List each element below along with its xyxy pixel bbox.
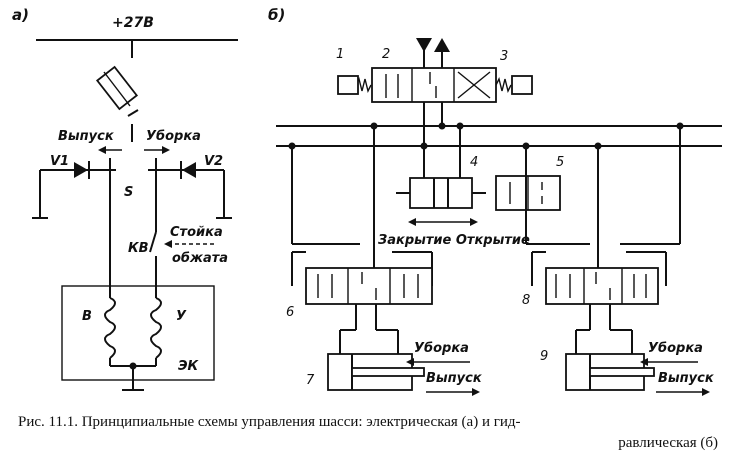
label-3: 3 (500, 49, 508, 64)
label-1: 1 (336, 47, 344, 62)
coil-v-label: В (82, 309, 92, 324)
schematic-drawing: а) +27В S Выпуск Уборка V1 V2 (12, 6, 722, 396)
figure-caption: Рис. 11.1. Принципиальные схемы управлен… (18, 412, 718, 454)
close-open-label: Закрытие Открытие (378, 233, 530, 248)
strut-label-1: Стойка (170, 225, 223, 240)
retract-label: Уборка (146, 129, 201, 144)
arrowhead-retract (162, 146, 170, 154)
contact-kv (149, 231, 157, 253)
caption-line-2: равлическая (б) (618, 435, 718, 451)
coil-v (104, 297, 116, 359)
return-arrow-icon (434, 38, 450, 52)
diode-v2 (182, 162, 196, 178)
solenoid-3 (511, 75, 533, 95)
label-8: 8 (522, 293, 530, 308)
distributor-8 (545, 267, 659, 305)
label-6: 6 (286, 305, 294, 320)
valve-2 (371, 67, 497, 103)
actuator-7-rod (351, 367, 425, 377)
release-label: Выпуск (58, 129, 115, 144)
label-9-up: Уборка (648, 341, 703, 356)
strut-arrowhead (164, 240, 172, 248)
panel-b-label: б) (268, 6, 285, 24)
contact-kv-label: КВ (128, 241, 149, 256)
label-7-down: Выпуск (426, 371, 483, 386)
label-9-down: Выпуск (658, 371, 715, 386)
coil-u-label: У (176, 309, 187, 324)
spring-right-icon (495, 76, 512, 94)
label-9: 9 (540, 349, 548, 364)
diode-v1-label: V1 (50, 154, 69, 169)
label-7-up: Уборка (414, 341, 469, 356)
label-5: 5 (556, 155, 564, 170)
switch-blade (127, 109, 139, 117)
diode-v1 (74, 162, 88, 178)
actuator-9-rod (589, 367, 655, 377)
supply-arrow-icon (416, 38, 432, 52)
ek-box (61, 285, 215, 381)
distributor-6 (305, 267, 433, 305)
diode-v2-label: V2 (204, 154, 223, 169)
supply-label: +27В (112, 15, 154, 31)
coil-u (150, 297, 162, 359)
strut-label-2: обжата (172, 251, 228, 266)
panel-a-label: а) (12, 6, 29, 24)
electrical-schematic: а) +27В S Выпуск Уборка V1 V2 (12, 6, 238, 391)
fuse-element (103, 71, 131, 107)
arrowhead-release (98, 146, 106, 154)
hydraulic-schematic: б) 1 2 3 (268, 6, 722, 396)
label-4: 4 (470, 155, 478, 170)
solenoid-1 (337, 75, 359, 95)
label-2: 2 (382, 47, 390, 62)
caption-line-1: Рис. 11.1. Принципиальные схемы управлен… (18, 414, 521, 430)
label-7: 7 (306, 373, 315, 388)
cylinder-4 (409, 177, 473, 209)
ek-label: ЭК (178, 359, 200, 374)
switch-label: S (124, 185, 133, 200)
